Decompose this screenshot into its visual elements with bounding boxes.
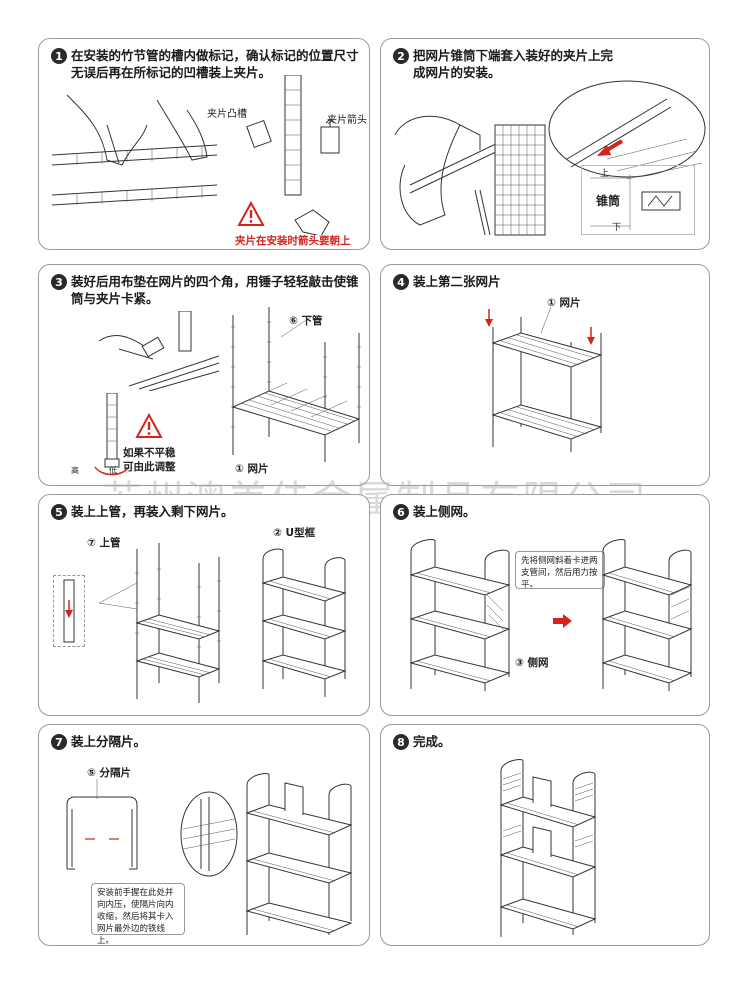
adjust-note-line2: 可由此调整 bbox=[123, 461, 176, 473]
side-net-label: ③ 侧网 bbox=[515, 657, 549, 669]
step-panel-1: 1 在安装的竹节管的槽内做标记，确认标记的位置尺寸无误后再在所标记的凹槽装上夹片… bbox=[38, 38, 370, 250]
divider-note: 安装前手握在此处并向内压，使隔片向内收缩，然后将其卡入网片最外边的铁线上。 bbox=[91, 883, 185, 945]
rack-bottom-shelf-illustration bbox=[231, 307, 361, 462]
rack-with-divider-illustration bbox=[245, 772, 353, 935]
cone-label: 锥筒 bbox=[596, 194, 621, 208]
low-label: 低 bbox=[109, 466, 117, 475]
step-instruction: 装上侧网。 bbox=[413, 504, 476, 519]
mesh-label: ① 网片 bbox=[235, 463, 269, 475]
leveling-foot-illustration bbox=[94, 393, 130, 476]
finished-rack-illustration bbox=[499, 758, 597, 937]
rack-two-shelves-illustration bbox=[485, 307, 603, 452]
step-panel-6: 6 装上侧网。 先将侧网斜着卡进两支管间，然后用力按平。 ③ 侧网 bbox=[380, 494, 710, 716]
high-label: 高 bbox=[71, 466, 79, 475]
mesh-zoom-circle bbox=[548, 80, 706, 180]
step-heading: 4 装上第二张网片 bbox=[393, 273, 501, 290]
down-label: 下 bbox=[612, 223, 622, 233]
rack-with-side-net-illustration bbox=[601, 538, 693, 691]
mesh-install-illustration bbox=[394, 115, 546, 236]
step-heading: 2 把网片锥筒下端套入装好的夹片上完成网片的安装。 bbox=[393, 47, 623, 81]
step-panel-3: 3 装好后用布垫在网片的四个角，用锤子轻轻敲击使锥筒与夹片卡紧。 高 低 如果不… bbox=[38, 264, 370, 486]
step-heading: 7 装上分隔片。 bbox=[51, 733, 146, 750]
clip-arrow-label: 夹片箭头 bbox=[327, 115, 367, 126]
rack-side-net-illustration bbox=[409, 538, 511, 691]
step-number-badge: 6 bbox=[393, 504, 409, 520]
step-panel-7: 7 装上分隔片。 ⑤ 分隔片 安装前手握在此处并向内压，使隔片向内收缩，然后将其… bbox=[38, 724, 370, 946]
step-instruction: 装上上管，再装入剩下网片。 bbox=[71, 504, 234, 519]
step-number-badge: 2 bbox=[393, 48, 409, 64]
hammer-illustration bbox=[98, 311, 219, 391]
lower-pipe-label: ⑥ 下管 bbox=[289, 315, 323, 327]
u-frame-label: ② U型框 bbox=[273, 527, 316, 539]
divider-zoom-circle bbox=[180, 791, 238, 877]
step-heading: 8 完成。 bbox=[393, 733, 451, 750]
right-arrow-icon bbox=[553, 614, 572, 628]
mesh-label: ① 网片 bbox=[547, 297, 581, 309]
u-frame-rack-illustration bbox=[261, 548, 347, 697]
step-instruction: 在安装的竹节管的槽内做标记，确认标记的位置尺寸无误后再在所标记的凹槽装上夹片。 bbox=[71, 48, 359, 80]
pipe-marking-illustration bbox=[51, 94, 218, 206]
divider-illustration bbox=[66, 779, 138, 870]
step-panel-5: 5 装上上管，再装入剩下网片。 ⑦ 上管 ② U型框 bbox=[38, 494, 370, 716]
step-heading: 3 装好后用布垫在网片的四个角，用锤子轻轻敲击使锥筒与夹片卡紧。 bbox=[51, 273, 361, 307]
step-instruction: 把网片锥筒下端套入装好的夹片上完成网片的安装。 bbox=[413, 48, 614, 80]
step-instruction: 装好后用布垫在网片的四个角，用锤子轻轻敲击使锥筒与夹片卡紧。 bbox=[71, 274, 359, 306]
cone-diagram: 上 锥筒 下 bbox=[581, 165, 695, 235]
divider-label: ⑤ 分隔片 bbox=[87, 767, 132, 779]
clip-groove-label: 夹片凸槽 bbox=[207, 109, 247, 120]
step-number-badge: 4 bbox=[393, 274, 409, 290]
clip-detail-illustration bbox=[246, 75, 340, 235]
step-number-badge: 8 bbox=[393, 734, 409, 750]
side-net-note: 先将侧网斜着卡进两支管间，然后用力按平。 bbox=[515, 551, 605, 590]
up-label: 上 bbox=[600, 169, 610, 179]
step-panel-8: 8 完成。 bbox=[380, 724, 710, 946]
clip-warning-text: 夹片在安装时箭头要朝上 bbox=[235, 235, 351, 247]
step-heading: 6 装上侧网。 bbox=[393, 503, 476, 520]
step-instruction: 完成。 bbox=[413, 734, 451, 749]
adjust-note-line1: 如果不平稳 bbox=[123, 447, 176, 459]
step-heading: 5 装上上管，再装入剩下网片。 bbox=[51, 503, 234, 520]
rack-upper-pipes-illustration bbox=[99, 543, 221, 703]
step-heading: 1 在安装的竹节管的槽内做标记，确认标记的位置尺寸无误后再在所标记的凹槽装上夹片… bbox=[51, 47, 361, 81]
step-number-badge: 3 bbox=[51, 274, 67, 290]
step-number-badge: 7 bbox=[51, 734, 67, 750]
step-instruction: 装上第二张网片 bbox=[413, 274, 501, 289]
upper-pipe-label: ⑦ 上管 bbox=[87, 537, 121, 549]
step-number-badge: 1 bbox=[51, 48, 67, 64]
step-panel-4: 4 装上第二张网片 ① 网片 bbox=[380, 264, 710, 486]
warning-triangle-icon bbox=[135, 413, 163, 438]
step-number-badge: 5 bbox=[51, 504, 67, 520]
step-instruction: 装上分隔片。 bbox=[71, 734, 147, 749]
warning-triangle-icon bbox=[237, 201, 265, 226]
step-panel-2: 2 把网片锥筒下端套入装好的夹片上完成网片的安装。 上 锥筒 下 bbox=[380, 38, 710, 250]
pipe-joint-detail bbox=[53, 575, 85, 647]
